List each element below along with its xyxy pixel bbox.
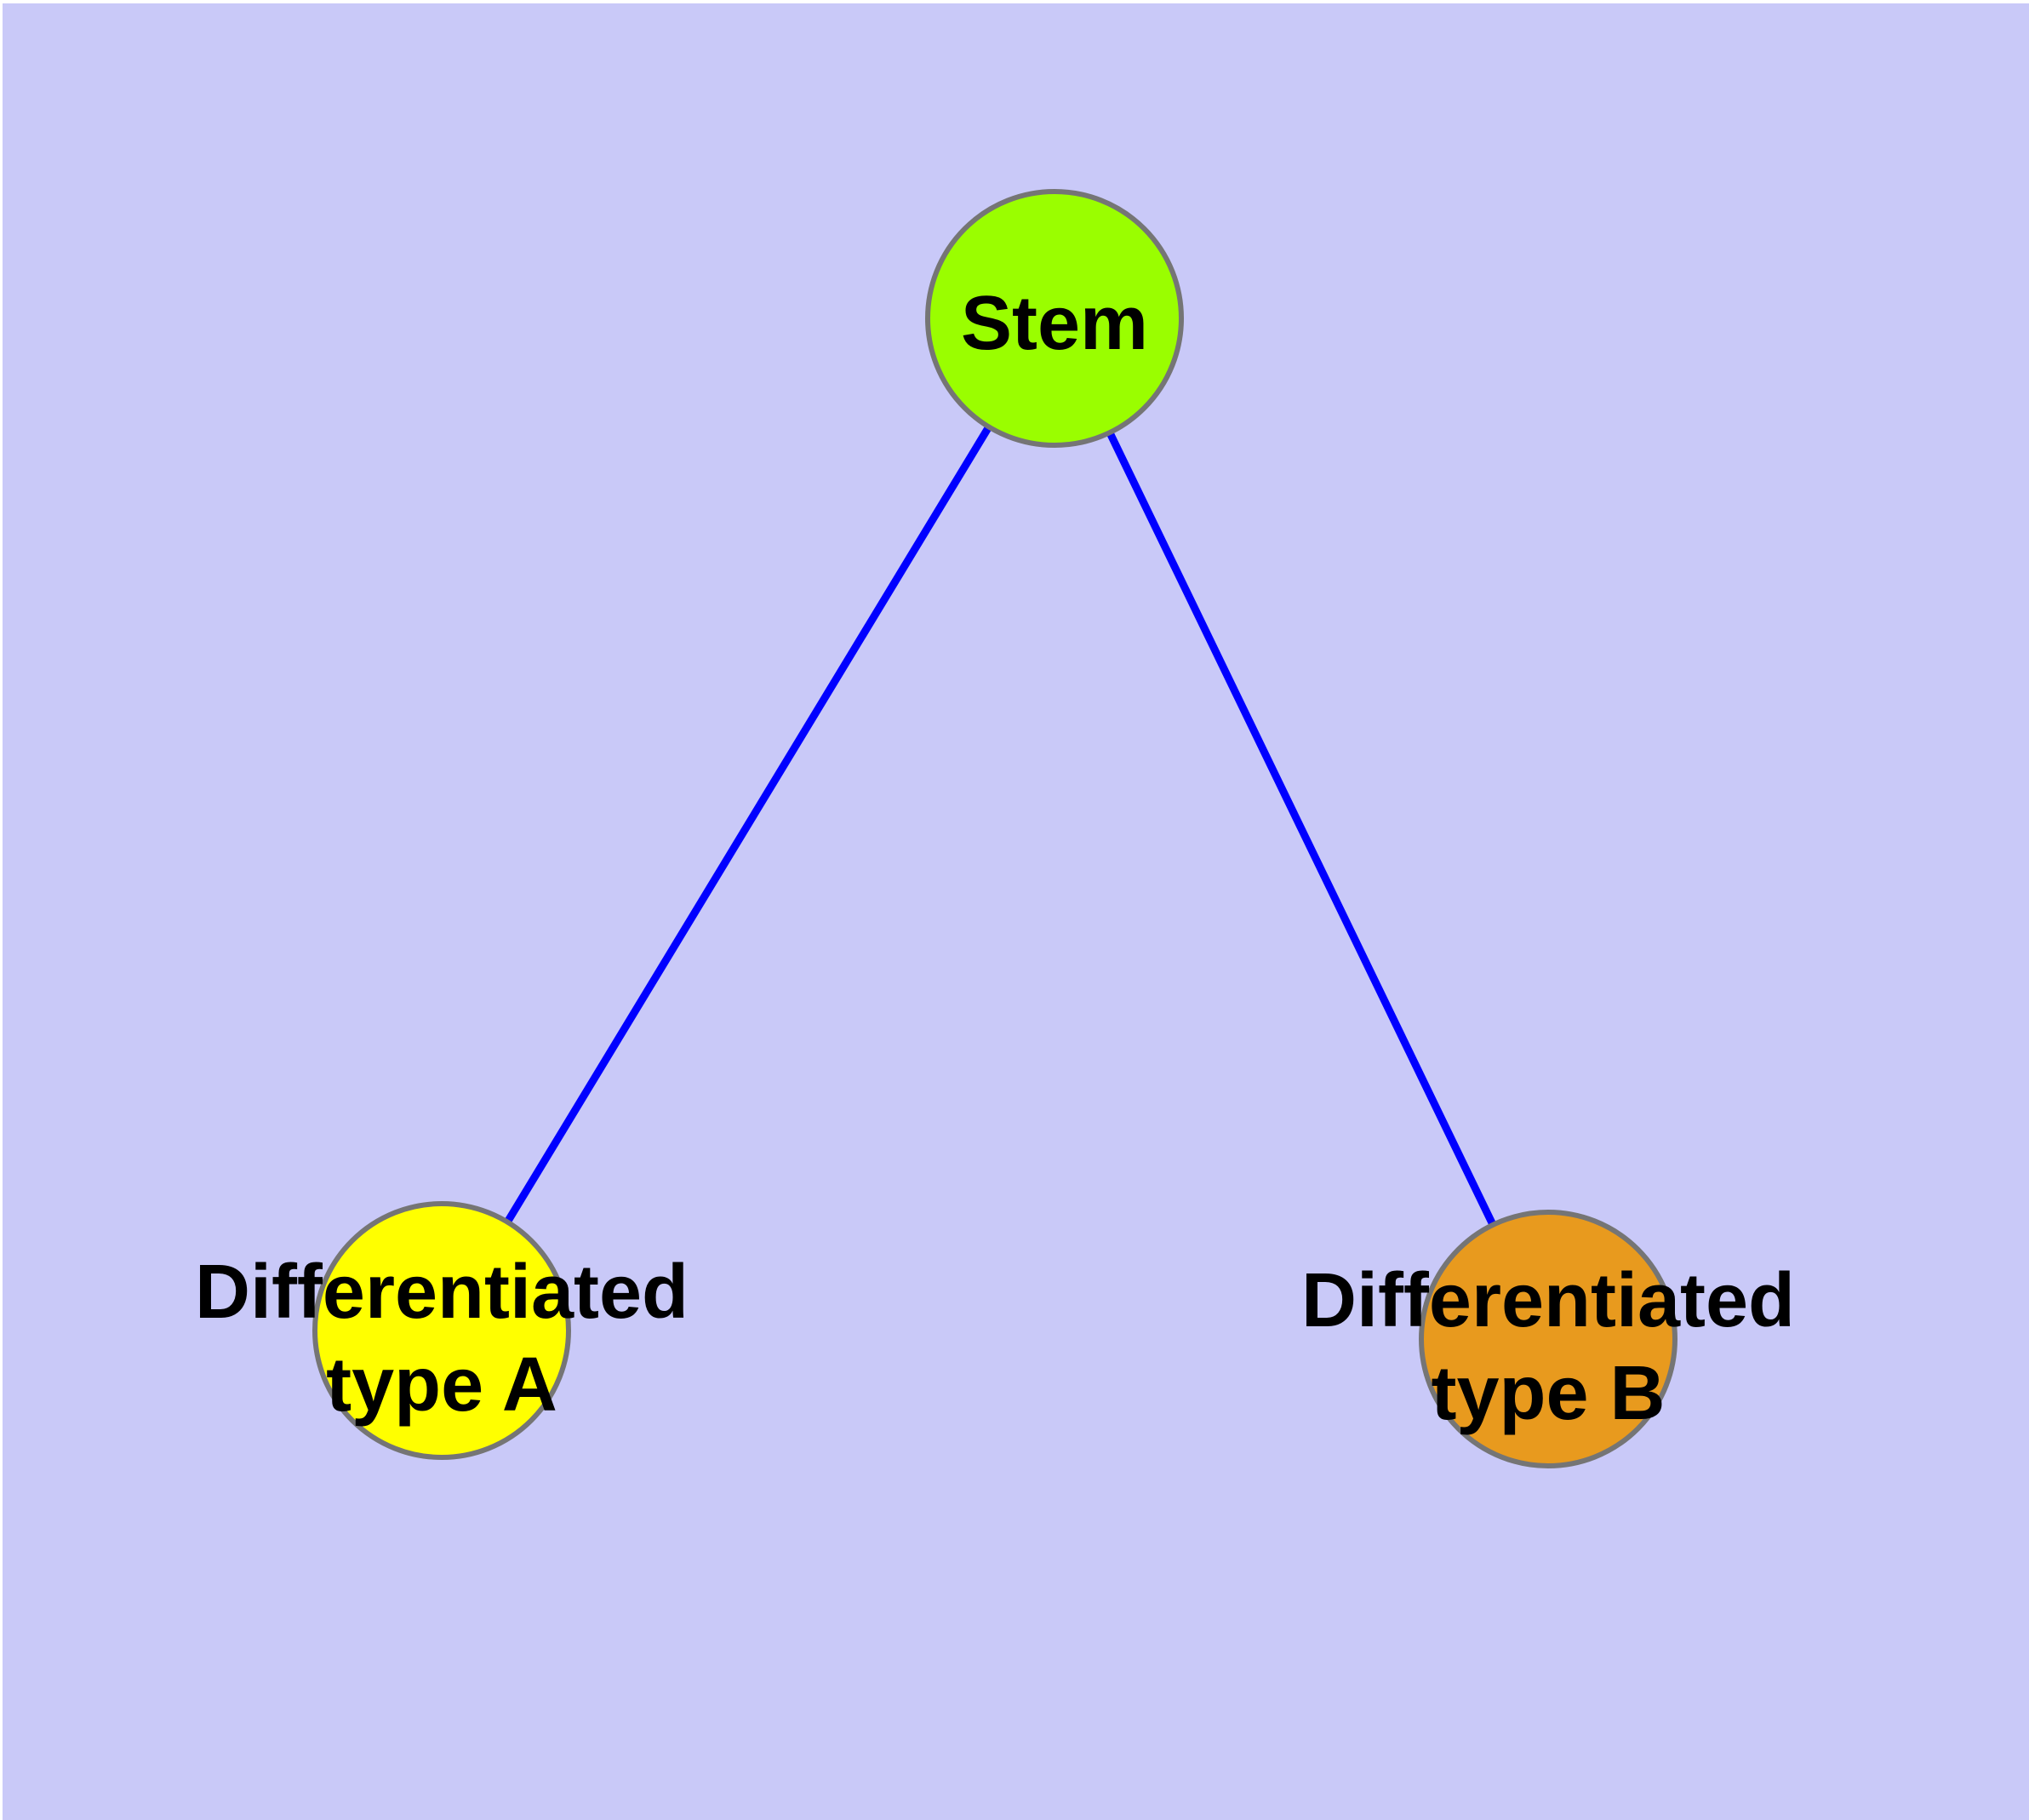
type-a-node-circle bbox=[312, 1201, 571, 1460]
type-a-node-label-line2: type A bbox=[326, 1342, 557, 1428]
type-b-node-label-line1: Differentiated bbox=[1301, 1258, 1795, 1343]
stem-node-circle bbox=[925, 189, 1184, 448]
edge-stem-to-type-a bbox=[438, 316, 1058, 1333]
node-type-a: Differentiated type A bbox=[195, 1201, 689, 1460]
edge-group bbox=[438, 316, 1552, 1341]
node-stem: Stem bbox=[925, 189, 1184, 448]
node-type-b: Differentiated type B bbox=[1301, 1210, 1795, 1468]
type-b-node-label-line2: type B bbox=[1431, 1351, 1665, 1436]
stem-node-label: Stem bbox=[961, 281, 1148, 366]
type-b-node-circle bbox=[1419, 1210, 1677, 1468]
edge-stem-to-type-b bbox=[1050, 317, 1552, 1341]
type-a-node-label-line1: Differentiated bbox=[195, 1250, 689, 1335]
